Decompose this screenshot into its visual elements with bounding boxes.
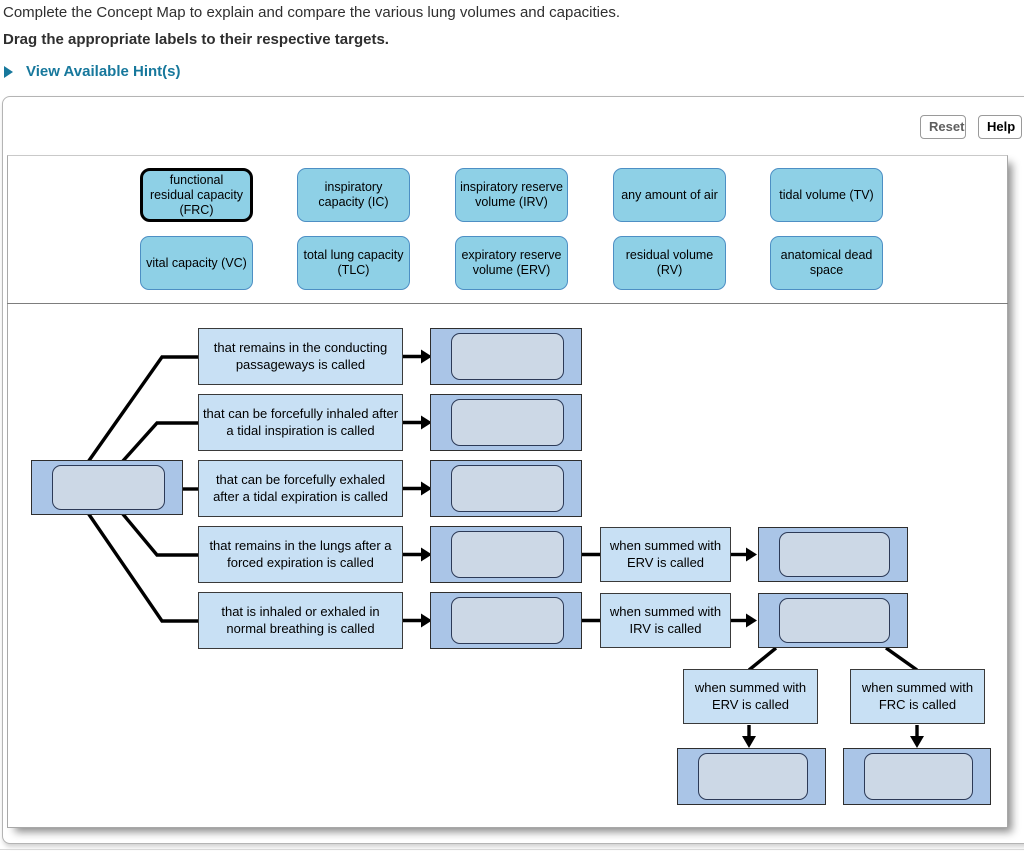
drop-target-bottom-left[interactable] [677, 748, 826, 805]
drop-target-1[interactable] [430, 328, 582, 385]
drop-target-2[interactable] [430, 394, 582, 451]
drag-label-tv[interactable]: tidal volume (TV) [770, 168, 883, 222]
drop-slot-bottom-right [864, 753, 973, 800]
drop-slot-bottom-left [698, 753, 808, 800]
prompt-forcefully-exhaled: that can be forcefully exhaled after a t… [198, 460, 403, 517]
drop-slot-2 [451, 399, 564, 446]
drag-label-frc[interactable]: functional residual capacity (FRC) [140, 168, 253, 222]
drop-target-bottom-right[interactable] [843, 748, 991, 805]
prompt-bottom-summed-with-erv: when summed with ERV is called [683, 669, 818, 724]
drop-target-3[interactable] [430, 460, 582, 517]
drop-target-root[interactable] [31, 460, 183, 515]
drop-slot-1 [451, 333, 564, 380]
prompt-summed-with-irv-row5: when summed with IRV is called [600, 593, 731, 648]
page-bottom-rule [0, 849, 1024, 850]
drop-target-5[interactable] [430, 592, 582, 649]
page-instruction: Complete the Concept Map to explain and … [3, 4, 621, 21]
prompt-forcefully-inhaled: that can be forcefully inhaled after a t… [198, 394, 403, 451]
drag-label-anatomical-dead-space[interactable]: anatomical dead space [770, 236, 883, 290]
drop-slot-sum-irv [779, 598, 890, 643]
drag-label-vc[interactable]: vital capacity (VC) [140, 236, 253, 290]
drop-slot-5 [451, 597, 564, 644]
hint-link-label: View Available Hint(s) [26, 63, 181, 80]
drop-slot-root [52, 465, 165, 510]
prompt-summed-with-erv-row4: when summed with ERV is called [600, 527, 731, 582]
drag-label-tlc[interactable]: total lung capacity (TLC) [297, 236, 410, 290]
help-button[interactable]: Help [978, 115, 1022, 139]
hint-arrow-icon [4, 66, 13, 78]
label-bank-divider [7, 303, 1008, 304]
prompt-normal-breathing: that is inhaled or exhaled in normal bre… [198, 592, 403, 649]
drop-target-sum-irv[interactable] [758, 593, 908, 648]
drag-label-erv[interactable]: expiratory reserve volume (ERV) [455, 236, 568, 290]
drop-target-sum-erv[interactable] [758, 527, 908, 582]
drop-slot-4 [451, 531, 564, 578]
drop-slot-3 [451, 465, 564, 512]
prompt-bottom-summed-with-frc: when summed with FRC is called [850, 669, 985, 724]
prompt-conducting-passageways: that remains in the conducting passagewa… [198, 328, 403, 385]
drag-label-irv[interactable]: inspiratory reserve volume (IRV) [455, 168, 568, 222]
drop-slot-sum-erv [779, 532, 890, 577]
prompt-remains-after-forced-expiration: that remains in the lungs after a forced… [198, 526, 403, 583]
drag-label-any-amount-of-air[interactable]: any amount of air [613, 168, 726, 222]
drag-label-rv[interactable]: residual volume (RV) [613, 236, 726, 290]
reset-button[interactable]: Reset [920, 115, 966, 139]
drop-target-4[interactable] [430, 526, 582, 583]
drag-label-ic[interactable]: inspiratory capacity (IC) [297, 168, 410, 222]
drag-instruction: Drag the appropriate labels to their res… [3, 31, 389, 48]
